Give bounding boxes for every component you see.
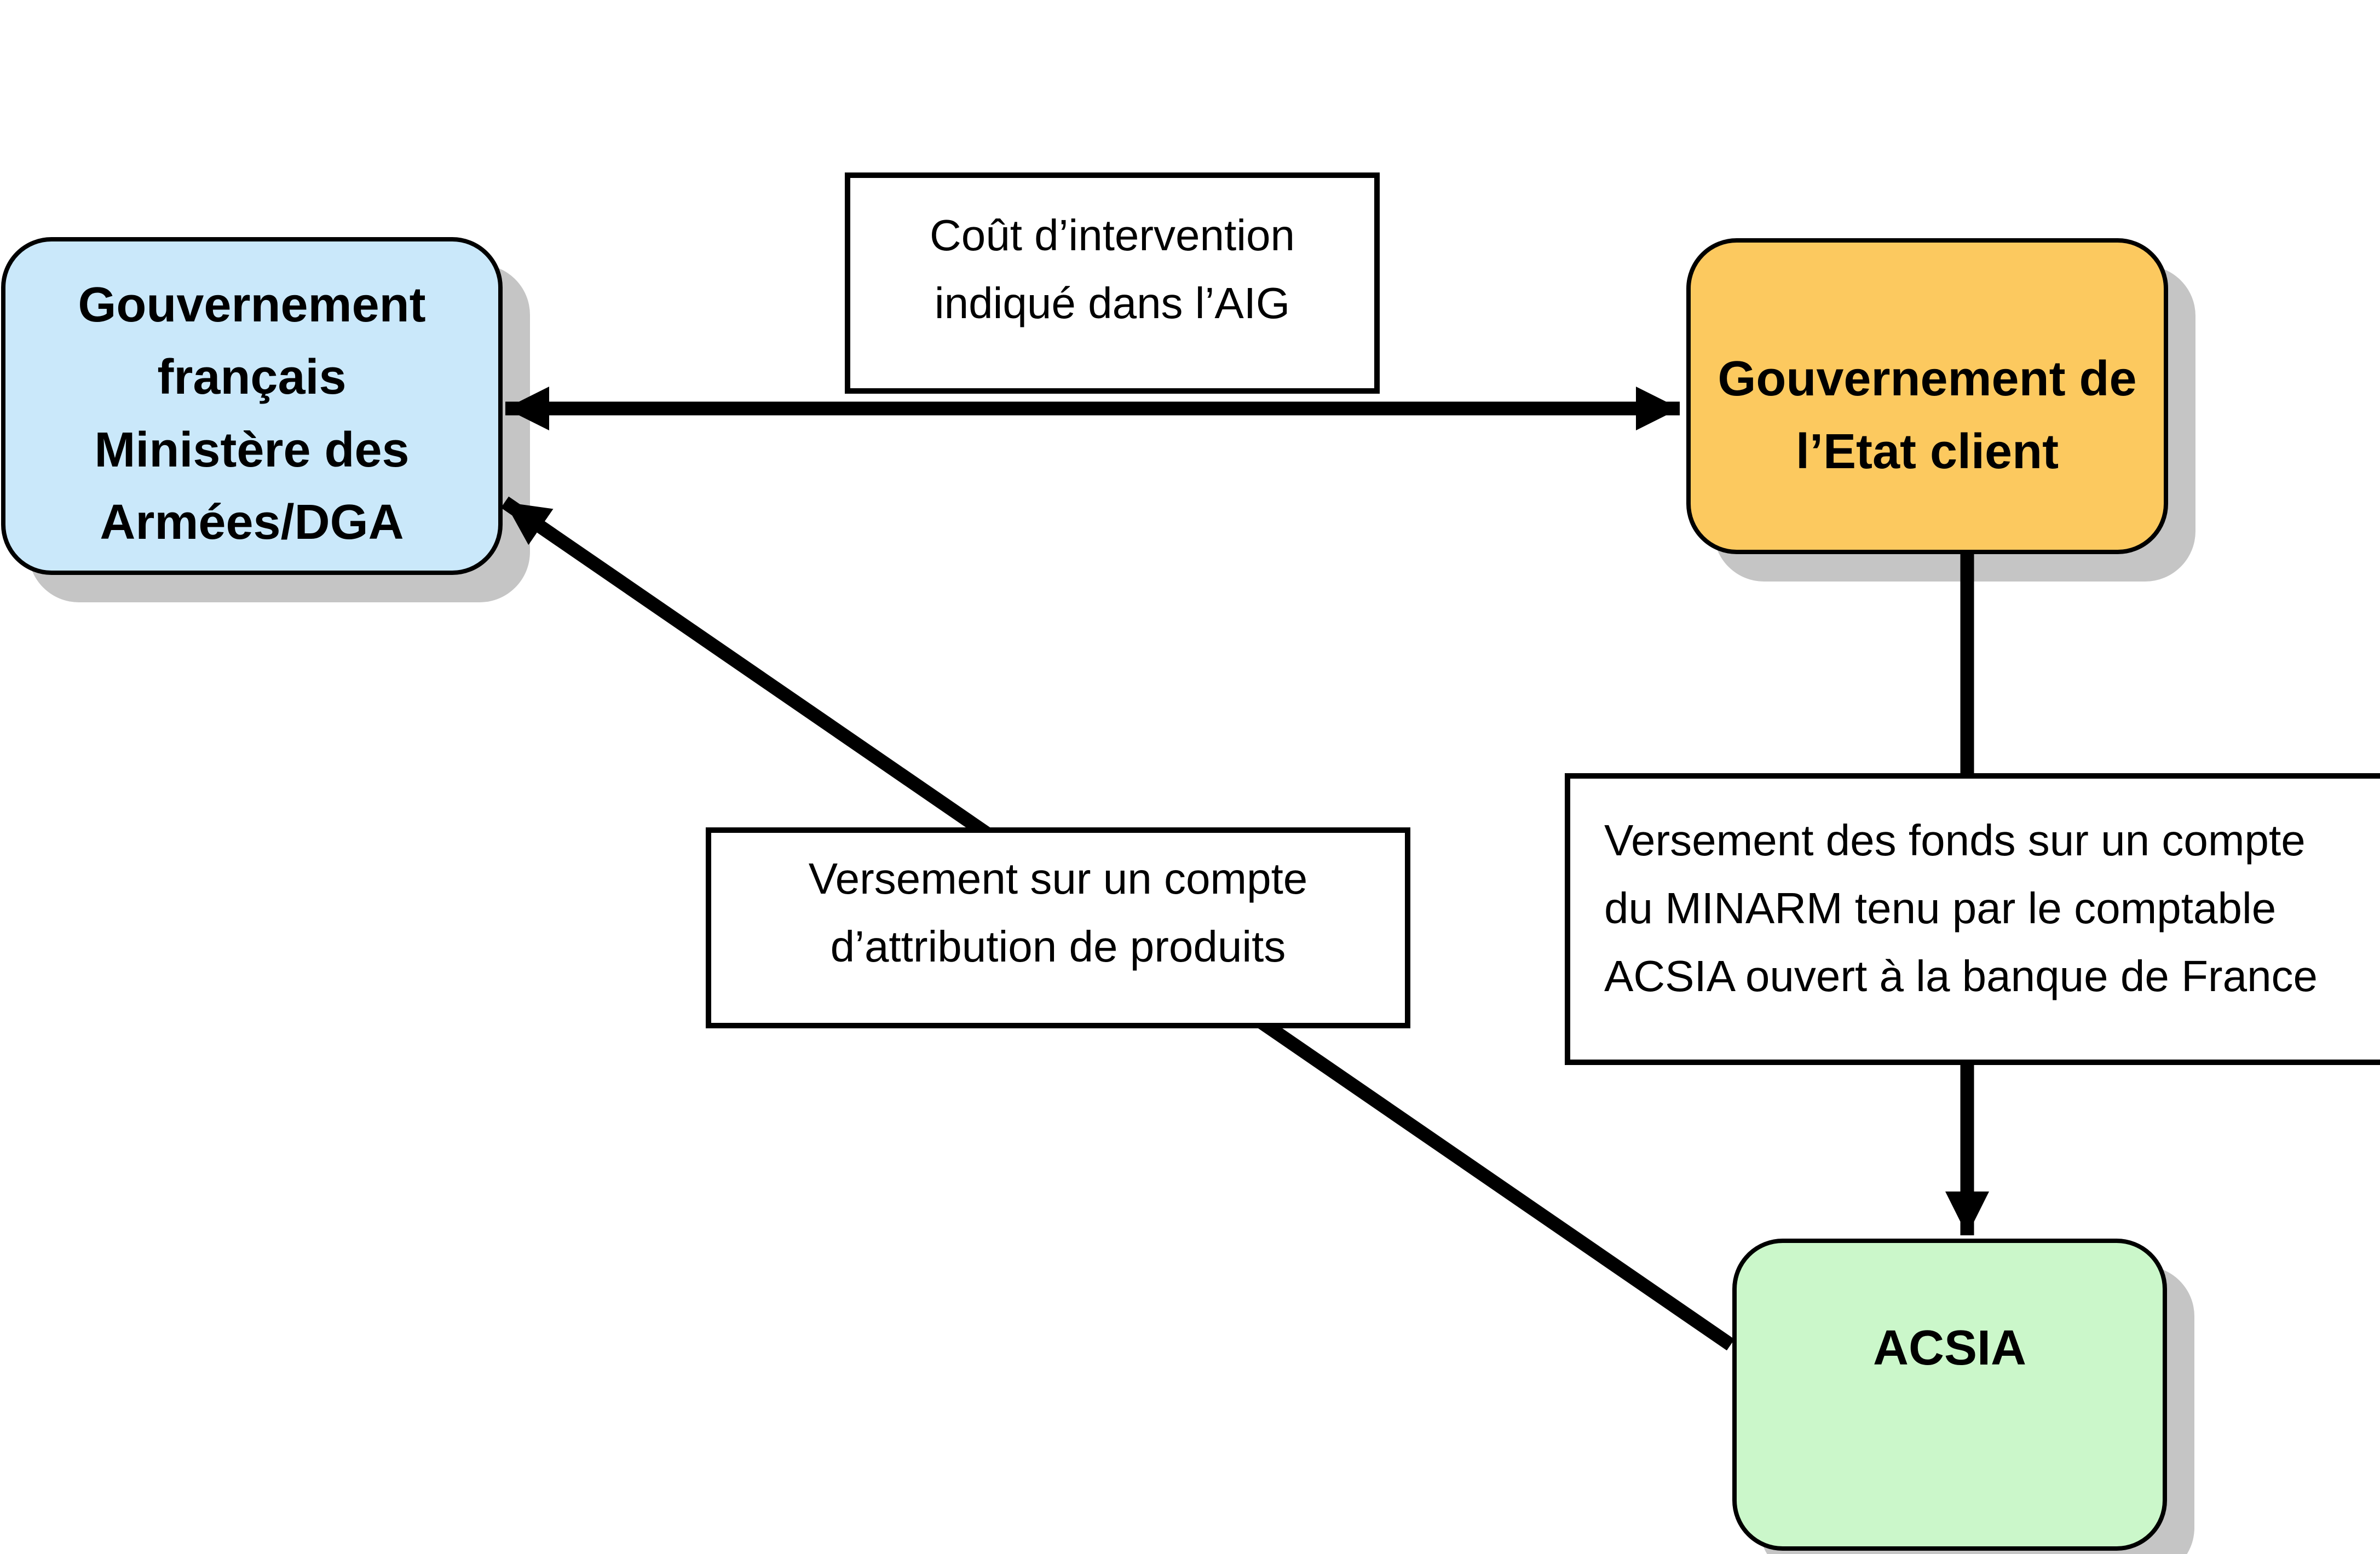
label-text-line: indiqué dans l’AIG [934,279,1290,327]
node-label-line: Armées/DGA [100,494,404,550]
node-label-line: Gouvernement [78,277,426,332]
node-label-line: Ministère des [94,422,410,477]
node-acsia: ACSIA [1732,1239,2167,1551]
node-label-line: ACSIA [1872,1320,2027,1375]
label-text-line: ACSIA ouvert à la banque de France [1604,951,2318,1000]
label-text-line: Versement des fonds sur un compte [1604,815,2306,865]
label-versement-fonds-minarm: Versement des fonds sur un compte du MIN… [1565,773,2380,1065]
label-text-line: Versement sur un compte [808,854,1308,903]
label-versement-compte-produits: Versement sur un compte d’attribution de… [706,827,1410,1028]
node-label-line: Gouvernement de [1718,352,2137,407]
label-text-line: d’attribution de produits [830,922,1286,971]
label-text-line: Coût d’intervention [929,211,1295,260]
label-text-line: du MINARM tenu par le comptable [1604,883,2277,933]
node-gouvernement-francais: Gouvernement français Ministère des Armé… [1,237,503,575]
node-label-line: l’Etat client [1795,424,2059,479]
node-label-line: français [157,350,347,405]
label-cout-intervention: Coût d’intervention indiqué dans l’AIG [845,172,1380,394]
node-gouvernement-etat-client: Gouvernement de l’Etat client [1686,238,2168,554]
